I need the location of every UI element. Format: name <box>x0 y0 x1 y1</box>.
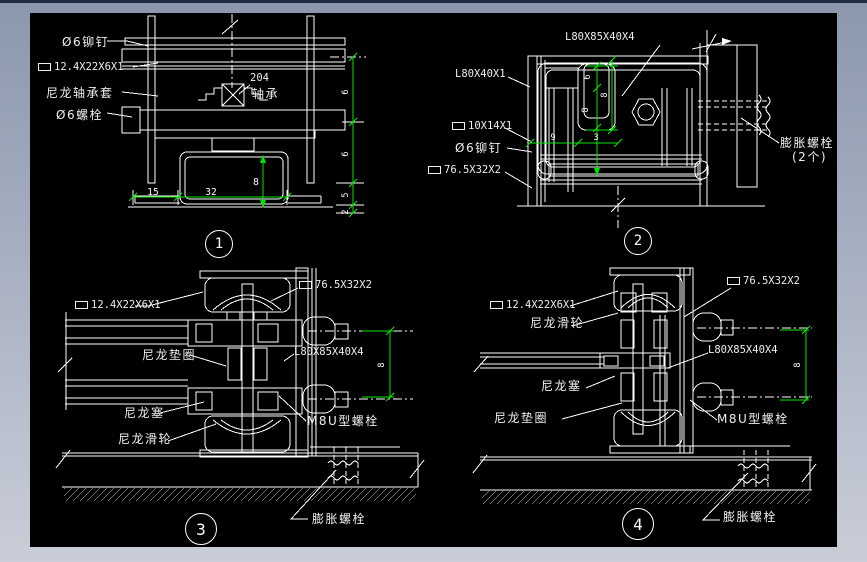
label-anchor-d4: 膨胀螺栓 <box>723 510 778 524</box>
label-profile-d3: 12.4X22X6X1 <box>75 300 161 311</box>
dim-label: 8 <box>253 177 259 188</box>
label-text: 76.5X32X2 <box>315 279 372 291</box>
label-text: 12.4X22X6X1 <box>506 299 576 311</box>
label-plate-d3: 76.5X32X2 <box>299 280 372 291</box>
dim-label: 2 <box>341 209 351 214</box>
window-top-edge <box>0 0 867 3</box>
section-profile-icon <box>38 63 51 72</box>
label-ubolt-d3: M8U型螺栓 <box>307 414 379 428</box>
section-profile-icon <box>299 281 312 290</box>
label-angle-d2: L80X85X40X4 <box>565 32 635 43</box>
section-profile-icon <box>428 166 441 175</box>
dim-label: 9 <box>550 133 555 143</box>
label-text: 204 <box>250 72 269 84</box>
label-text: 12.4X22X6X1 <box>91 299 161 311</box>
dim-label: 15 <box>147 187 158 198</box>
section-profile-icon <box>75 301 88 310</box>
detail-1-dimensions <box>128 52 358 218</box>
dim-label: 6 <box>341 151 351 156</box>
detail-2-drawing: 9 3 6 8 8 <box>504 30 780 228</box>
detail-4-drawing: 8 <box>472 267 817 521</box>
label-rivet-d2: Ø6铆钉 <box>455 141 503 155</box>
label-washer-d4: 尼龙垫圈 <box>494 411 549 425</box>
label-angle-d3: L80X85X40X4 <box>294 347 364 358</box>
label-bearing-no-d1: 204 <box>250 73 269 84</box>
dim-label: 8 <box>581 107 591 112</box>
detail-number-badge-1: 1 <box>205 230 233 258</box>
label-anchor-d2: 膨胀螺栓 <box>780 136 835 150</box>
section-profile-icon <box>452 122 465 131</box>
label-angle-d4: L80X85X40X4 <box>708 345 778 356</box>
label-text: 12.4X22X6X1 <box>54 61 124 73</box>
section-profile-icon <box>727 277 740 286</box>
detail-3-drawing: 8 <box>55 267 425 520</box>
label-text: 10X14X1 <box>468 120 513 132</box>
label-rivet-d1: Ø6铆钉 <box>62 35 110 49</box>
label-text: 76.5X32X2 <box>444 164 501 176</box>
label-ubolt-d4: M8U型螺栓 <box>717 412 789 426</box>
detail-2-dimensions <box>525 55 623 176</box>
dim-label: 3 <box>593 133 598 143</box>
dim-label: 8 <box>793 362 803 367</box>
drawing-canvas: 15 32 8 6 6 5 2 <box>30 13 837 547</box>
dim-label: 6 <box>583 74 593 79</box>
label-anchor-d3: 膨胀螺栓 <box>312 512 367 526</box>
label-profile-d2: 76.5X32X2 <box>428 165 501 176</box>
drawing-world: 15 32 8 6 6 5 2 <box>30 13 837 547</box>
detail-4-dimensions <box>780 325 811 405</box>
label-text: L80X85X40X4 <box>294 346 364 358</box>
label-text: 76.5X32X2 <box>743 275 800 287</box>
dim-label: 8 <box>377 362 387 367</box>
detail-number-badge-4: 4 <box>622 508 654 540</box>
label-tube-d2: 10X14X1 <box>452 121 512 132</box>
label-bolt-d1: Ø6螺栓 <box>56 108 104 122</box>
detail-number-badge-2: 2 <box>624 227 652 255</box>
cad-linework: 15 32 8 6 6 5 2 <box>55 14 817 521</box>
label-profile-d4: 12.4X22X6X1 <box>490 300 576 311</box>
dim-label: 8 <box>600 92 610 97</box>
label-angle-small-d2: L80X40X1 <box>455 69 506 80</box>
label-plug-d3: 尼龙塞 <box>124 406 165 420</box>
label-pulley-d4: 尼龙滑轮 <box>530 316 585 330</box>
label-text: L80X85X40X4 <box>565 31 635 43</box>
label-bearing-d1: 轴承 <box>252 87 280 101</box>
dim-label: 32 <box>205 187 216 198</box>
label-anchor-count-d2: (2个) <box>792 150 827 164</box>
label-profile-d1: 12.4X22X6X1 <box>38 62 124 73</box>
label-bearing-sleeve-d1: 尼龙轴承套 <box>46 86 114 100</box>
label-text: L80X40X1 <box>455 68 506 80</box>
label-washer-d3: 尼龙垫圈 <box>142 348 197 362</box>
label-pulley-d3: 尼龙滑轮 <box>118 432 173 446</box>
label-plug-d4: 尼龙塞 <box>541 379 582 393</box>
detail-1-drawing: 15 32 8 6 6 5 2 <box>106 14 366 218</box>
dim-label: 6 <box>341 89 351 94</box>
detail-3-dimensions <box>362 326 395 402</box>
label-text: L80X85X40X4 <box>708 344 778 356</box>
detail-number-badge-3: 3 <box>185 513 217 545</box>
section-profile-icon <box>490 301 503 310</box>
label-plate-d4: 76.5X32X2 <box>727 276 800 287</box>
dim-label: 5 <box>341 192 351 197</box>
